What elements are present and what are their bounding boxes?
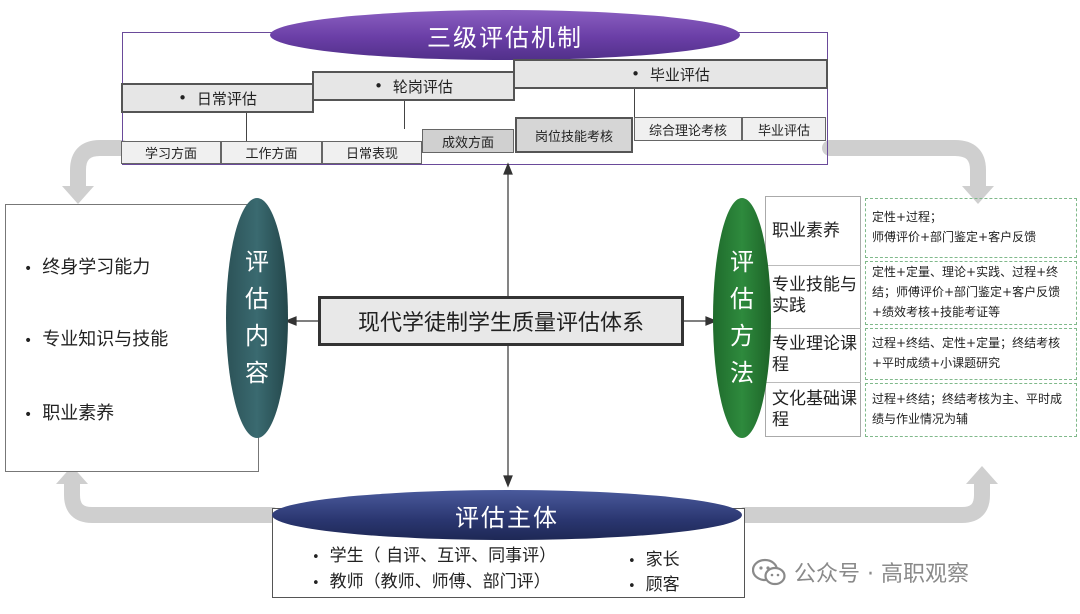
methods-label-ellipse: 评 估 方 法 xyxy=(713,198,771,438)
content-label-char: 内 xyxy=(245,322,269,350)
watermark-text: 公众号 · 高职观察 xyxy=(794,562,969,587)
bullet-icon: • xyxy=(24,261,33,277)
content-item: •终身学习能力 xyxy=(24,257,151,278)
methods-panel xyxy=(765,196,861,437)
subjects-title-ellipse: 评估主体 xyxy=(272,490,742,540)
level-rotation-label: 轮岗评估 xyxy=(392,77,453,96)
connector-line xyxy=(246,113,247,141)
sub-result-box: 成效方面 xyxy=(422,129,514,153)
bullet-icon: • xyxy=(24,333,33,349)
sub-study-box: 学习方面 xyxy=(121,141,221,164)
three-level-title: 三级评估机制 xyxy=(427,23,583,52)
method-divider xyxy=(765,265,861,266)
sub-daily-label: 日常表现 xyxy=(345,147,398,162)
bullet-icon: • xyxy=(312,550,320,565)
subjects-right-item: •顾客 xyxy=(628,575,680,595)
content-label-char: 评 xyxy=(245,247,269,276)
level-rotation-box: • 轮岗评估 xyxy=(312,71,515,101)
content-item: •职业素养 xyxy=(24,403,115,424)
sub-theory-label: 综合理论考核 xyxy=(648,123,727,139)
bullet-icon: • xyxy=(178,89,187,107)
level-graduation-box: • 毕业评估 xyxy=(513,59,828,89)
sub-work-label: 工作方面 xyxy=(245,147,298,162)
method-desc: 定性+定量、理论+实践、过程+终结；师傅评价+部门鉴定+客户反馈+绩效考核+技能… xyxy=(865,261,1077,325)
bullet-icon: • xyxy=(628,579,636,594)
subjects-title: 评估主体 xyxy=(455,503,559,532)
center-title-box: 现代学徒制学生质量评估体系 xyxy=(318,296,684,346)
sub-result-label: 成效方面 xyxy=(441,135,494,151)
method-name: 文化基础课程 xyxy=(772,388,857,430)
subjects-left-item: •教师（教师、师傅、部门评） xyxy=(312,572,551,592)
wechat-icon xyxy=(752,558,786,586)
methods-label-char: 估 xyxy=(730,284,754,313)
methods-label-char: 评 xyxy=(730,247,754,276)
method-desc: 过程+终结；终结考核为主、平时成绩与作业情况为辅 xyxy=(865,383,1077,437)
connector-line xyxy=(404,101,405,129)
subjects-right-item: •家长 xyxy=(628,550,680,570)
method-divider xyxy=(765,382,861,383)
sub-work-box: 工作方面 xyxy=(221,141,322,164)
sub-study-label: 学习方面 xyxy=(144,147,197,162)
content-label-char: 估 xyxy=(245,284,269,313)
methods-label-char: 方 xyxy=(730,322,754,350)
connector-line xyxy=(634,89,635,117)
bullet-icon: • xyxy=(312,576,320,591)
level-daily-label: 日常评估 xyxy=(196,89,257,108)
sub-skill-box: 岗位技能考核 xyxy=(515,117,633,153)
sub-theory-box: 综合理论考核 xyxy=(634,117,742,141)
method-desc: 过程+终结、定性+定量；终结考核+平时成绩+小课题研究 xyxy=(865,328,1077,380)
bullet-icon: • xyxy=(631,65,640,83)
bullet-icon: • xyxy=(24,407,33,423)
content-label-char: 容 xyxy=(245,359,269,388)
methods-label-char: 法 xyxy=(730,359,754,388)
content-label-ellipse: 评 估 内 容 xyxy=(226,198,288,438)
content-item: •专业知识与技能 xyxy=(24,329,169,350)
method-desc: 定性+过程； 师傅评价+部门鉴定+客户反馈 xyxy=(865,198,1077,258)
sub-daily-box: 日常表现 xyxy=(322,141,422,164)
bullet-icon: • xyxy=(628,554,636,569)
bullet-icon: • xyxy=(374,77,383,95)
three-level-title-ellipse: 三级评估机制 xyxy=(270,10,740,60)
method-name: 职业素养 xyxy=(772,221,840,242)
level-graduation-label: 毕业评估 xyxy=(649,65,710,84)
sub-graduation-label: 毕业评估 xyxy=(757,123,810,139)
center-title: 现代学徒制学生质量评估体系 xyxy=(357,311,644,336)
content-panel: •终身学习能力 •专业知识与技能 •职业素养 xyxy=(5,204,259,472)
level-daily-box: • 日常评估 xyxy=(121,83,314,113)
subjects-left-item: •学生（ 自评、互评、同事评） xyxy=(312,546,557,566)
watermark: 公众号 · 高职观察 xyxy=(752,556,969,588)
method-divider xyxy=(765,328,861,329)
method-name: 专业技能与实践 xyxy=(772,274,857,316)
method-name: 专业理论课程 xyxy=(772,333,857,375)
sub-skill-label: 岗位技能考核 xyxy=(534,129,613,145)
sub-graduation-box: 毕业评估 xyxy=(742,117,826,141)
